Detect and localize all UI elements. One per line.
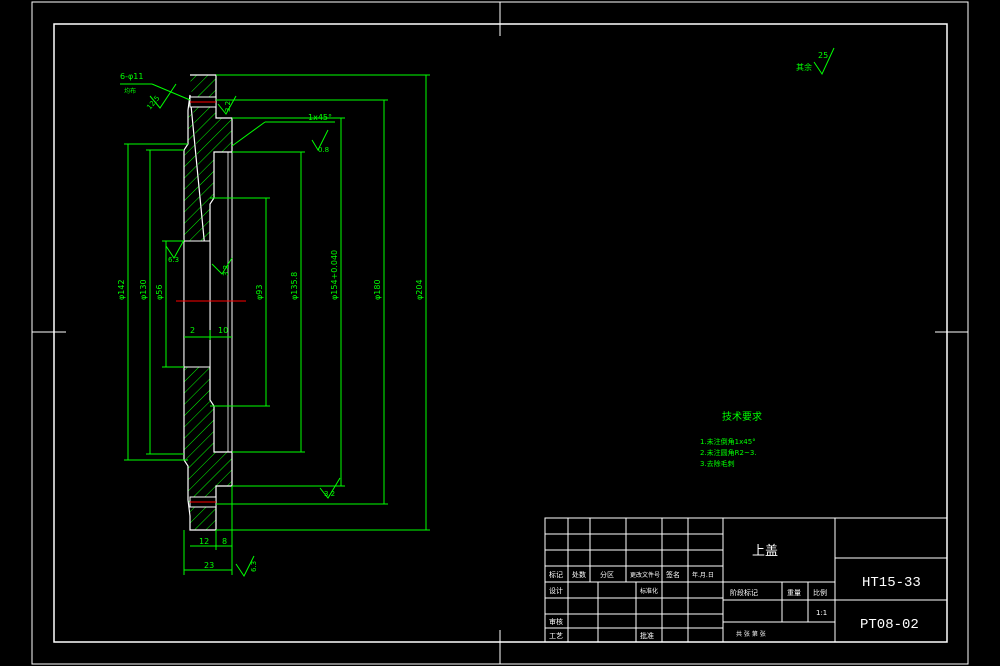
dim-d-hub3: φ56 bbox=[155, 285, 164, 300]
tech-item-2: 2.未注圆角R2~3. bbox=[700, 448, 757, 457]
tb-standardize: 标准化 bbox=[640, 587, 658, 595]
dim-d-bolt: φ180 bbox=[373, 279, 382, 300]
tb-ratio: 比例 bbox=[813, 588, 827, 597]
tb-stage: 阶段标记 bbox=[730, 588, 758, 597]
tech-item-1: 1.未注倒角1x45° bbox=[700, 437, 756, 446]
chamfer-label: 1x45° bbox=[308, 113, 332, 122]
tb-count: 处数 bbox=[572, 570, 586, 579]
tb-weight: 重量 bbox=[787, 589, 801, 597]
dim-d-spigot: φ154+0.040 bbox=[330, 250, 339, 300]
tb-material: HT15-33 bbox=[862, 575, 921, 591]
general-roughness-value: 25 bbox=[818, 51, 828, 60]
outer-border bbox=[31, 1, 969, 665]
tb-scale: 1:1 bbox=[816, 609, 827, 617]
title-block bbox=[544, 517, 948, 643]
dim-l-23: 23 bbox=[204, 561, 214, 570]
tb-sheet: 共 张 第 张 bbox=[736, 630, 766, 638]
hub-cavity bbox=[183, 240, 211, 368]
tech-requirements: 技术要求 1.未注倒角1x45° 2.未注圆角R2~3. 3.去除毛刺 bbox=[700, 410, 762, 468]
dim-l-8: 8 bbox=[222, 537, 227, 546]
tb-approve: 批准 bbox=[640, 631, 654, 640]
tech-item-3: 3.去除毛刺 bbox=[700, 459, 735, 468]
roughness-63b: 6.3 bbox=[250, 561, 258, 572]
tb-drawing-number: PT08-02 bbox=[860, 617, 919, 633]
part-section-view bbox=[176, 74, 246, 531]
roughness-32b: 3.2 bbox=[222, 265, 230, 276]
roughness-63: 6.3 bbox=[168, 256, 179, 264]
dim-d-hub2: φ130 bbox=[139, 279, 148, 300]
roughness-125: 12.5 bbox=[145, 94, 161, 111]
tb-mark: 标记 bbox=[549, 570, 563, 579]
tech-title: 技术要求 bbox=[722, 410, 762, 423]
tb-date: 年.月.日 bbox=[692, 571, 714, 579]
dim-d-outer: φ204 bbox=[415, 279, 424, 300]
general-roughness: 其余 25 bbox=[796, 51, 828, 72]
tb-review: 审核 bbox=[549, 617, 563, 626]
dim-d-bore: φ135.8 bbox=[290, 272, 299, 300]
dimension-texts: 6-φ11 均布 φ204 φ180 φ154+0.040 φ135.8 φ93… bbox=[117, 72, 424, 572]
hole-note: 均布 bbox=[124, 87, 136, 95]
hole-callout: 6-φ11 bbox=[120, 72, 143, 81]
dimensions bbox=[120, 74, 430, 575]
roughness-32a: 3.2 bbox=[224, 101, 232, 112]
tb-sign: 签名 bbox=[666, 570, 680, 579]
dim-l-12: 12 bbox=[199, 537, 209, 546]
tb-change-doc: 更改文件号 bbox=[630, 571, 660, 579]
tb-design: 设计 bbox=[549, 586, 563, 595]
tb-zone: 分区 bbox=[600, 570, 614, 579]
dim-l-2: 2 bbox=[190, 326, 195, 335]
general-roughness-label: 其余 bbox=[796, 62, 812, 72]
roughness-08: 0.8 bbox=[318, 146, 329, 154]
dim-l-10: 10 bbox=[218, 326, 228, 335]
title-block-text: 标记 处数 分区 更改文件号 签名 年.月.日 设计 标准化 审核 工艺 批准 … bbox=[549, 544, 921, 640]
roughness-32c: 3.2 bbox=[324, 490, 335, 498]
dim-d-inner: φ93 bbox=[255, 285, 264, 300]
tb-part-name: 上盖 bbox=[752, 544, 778, 559]
dim-d-hub1: φ142 bbox=[117, 279, 126, 300]
tb-process: 工艺 bbox=[549, 632, 563, 640]
roughness-symbols bbox=[149, 47, 835, 577]
